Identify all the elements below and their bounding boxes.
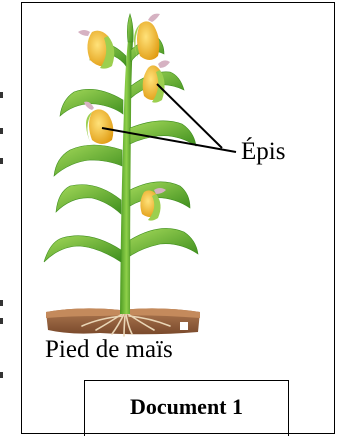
plant-label: Pied de maïs (45, 337, 173, 362)
corn-ear (78, 30, 114, 69)
corn-ear (84, 102, 113, 144)
document-title: Document 1 (130, 394, 243, 420)
stem (120, 40, 133, 314)
leaves (44, 14, 198, 262)
document-caption-box: Document 1 (84, 380, 289, 436)
label-pointer-lines (102, 84, 236, 152)
soil-marker (180, 322, 188, 330)
ears-label: Épis (241, 139, 285, 164)
